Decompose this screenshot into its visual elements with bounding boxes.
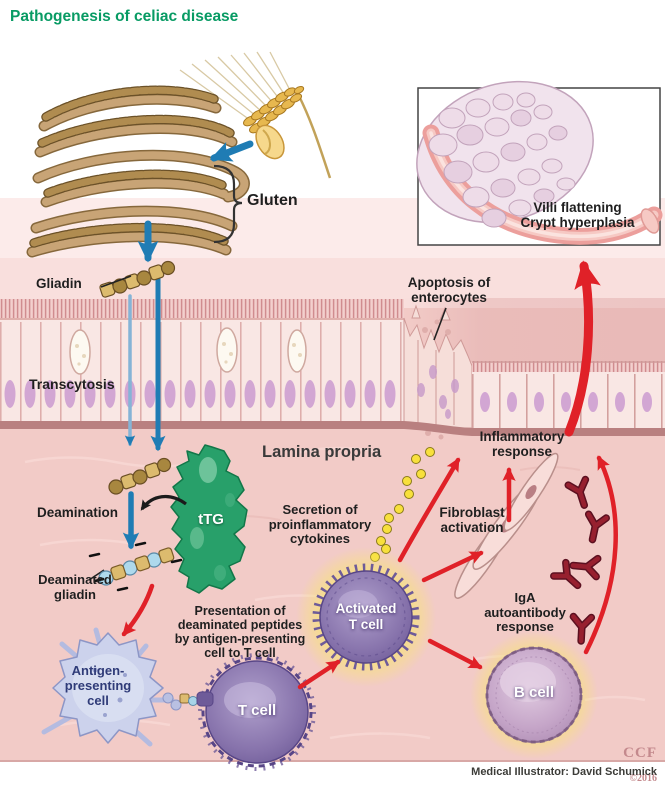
arrow-to-villi-flattening — [564, 260, 601, 437]
antigen-presenting-cell-label: Antigen- presenting cell — [64, 663, 132, 708]
blue-arrows — [122, 140, 254, 550]
presentation-label: Presentation of deaminated peptides by a… — [174, 604, 306, 661]
iga-response-label: IgA autoantibody response — [484, 590, 566, 635]
flattened-villi-cobblestones — [428, 92, 576, 228]
negative-charge-marks — [88, 541, 183, 592]
red-arrows — [121, 260, 618, 690]
immunological-synapse — [162, 691, 214, 711]
secretion-label: Secretion of proinflammatory cytokines — [268, 502, 372, 547]
arrow-bcell-to-inflammation — [583, 455, 618, 655]
cytokine-dots — [370, 447, 435, 562]
ttg-enzyme — [170, 444, 248, 594]
basement-membrane — [0, 421, 665, 436]
ccf-watermark: CCF ©2016 — [577, 733, 657, 788]
t-cell — [198, 653, 316, 771]
t-cell-label: T cell — [237, 702, 277, 719]
villi-flattening-box — [416, 80, 663, 246]
gliadin-peptide-lamina — [108, 457, 172, 495]
deaminated-gliadin-label: Deaminated gliadin — [38, 572, 112, 602]
gluten-bracket — [213, 164, 243, 244]
wheat-grain — [255, 124, 285, 160]
fibroblast-activation-label: Fibroblast activation — [439, 505, 505, 536]
arrow-wheat-to-gluten — [209, 140, 254, 162]
credit-line: Medical Illustrator: David Schumick — [471, 766, 657, 778]
arrow-to-apc — [121, 583, 155, 637]
arrow-cytokines-to-inflammation — [397, 457, 461, 563]
lamina-propria-label: Lamina propria — [262, 443, 382, 461]
enterocyte-cells — [0, 318, 404, 425]
gluten-label: Gluten — [247, 192, 298, 209]
lamina-texture — [24, 446, 646, 740]
arrow-to-fibroblast — [421, 550, 484, 583]
b-cell-label: B cell — [513, 684, 555, 701]
ccf-watermark-year: ©2016 — [629, 773, 657, 784]
ccf-watermark-org: CCF — [623, 745, 657, 761]
activated-t-cell — [312, 563, 420, 671]
epithelium — [0, 299, 665, 440]
wheat-stalk — [179, 51, 332, 179]
black-arrow-ttg-action — [140, 495, 187, 511]
gluten-fibers — [26, 85, 250, 258]
goblet-cells — [69, 327, 307, 375]
arrow-to-bcell — [427, 638, 483, 670]
page-title: Pathogenesis of celiac disease — [10, 8, 239, 25]
label-pointer-lines — [88, 275, 447, 581]
microvilli-brush-border — [0, 299, 404, 320]
flattened-epithelium — [472, 361, 665, 428]
b-cell — [485, 646, 583, 744]
apoptosis-label: Apoptosis of enterocytes — [407, 275, 491, 306]
deamination-label: Deamination — [37, 505, 119, 520]
inflammatory-response-label: Inflammatory response — [479, 429, 565, 460]
gliadin-label: Gliadin — [36, 276, 82, 291]
transcytosis-label: Transcytosis — [29, 376, 115, 392]
villi-flattening-label: Villi flattening Crypt hyperplasia — [520, 200, 635, 231]
deaminated-gliadin-peptide — [88, 541, 183, 592]
ttg-label: tTG — [198, 511, 224, 528]
activated-t-cell-label: Activated T cell — [335, 601, 397, 632]
gliadin-peptide-lumen — [99, 260, 176, 298]
arrow-tcell-to-activated — [297, 659, 341, 690]
